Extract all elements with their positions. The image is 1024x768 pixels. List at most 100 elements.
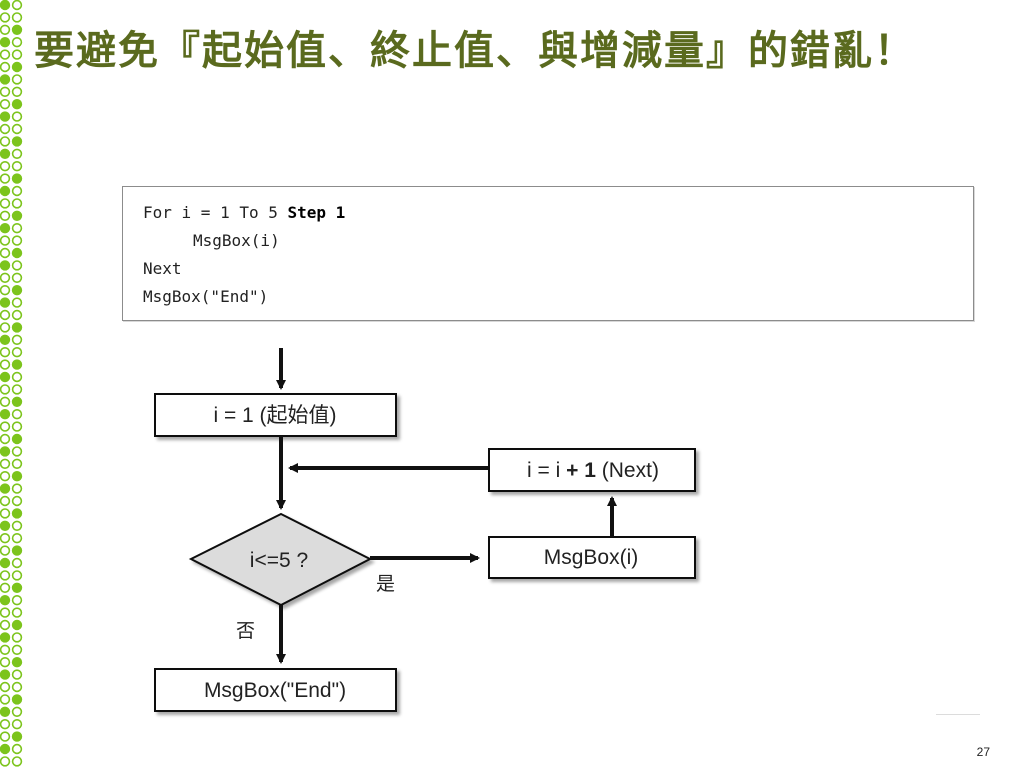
decorative-dot: [11, 756, 23, 767]
decorative-dot: [11, 669, 23, 680]
decorative-dot: [0, 210, 11, 221]
slide-title: 要避免『起始值、終止值、與增減量』的錯亂！: [34, 27, 916, 74]
decorative-dot: [11, 619, 23, 631]
decorative-dot: [0, 421, 11, 432]
decorative-dot: [0, 731, 11, 742]
decorative-dot: [0, 520, 11, 531]
decorative-dot: [0, 148, 11, 159]
decorative-dot: [0, 198, 11, 209]
decorative-dot: [0, 185, 11, 197]
init-box-label: i = 1 (起始值): [213, 404, 336, 427]
decorative-dot: [11, 421, 23, 432]
decorative-dot: [0, 272, 11, 283]
decorative-dot: [0, 495, 11, 507]
decorative-dot-border: [0, 0, 23, 767]
decorative-dot: [11, 161, 23, 172]
code-line-msgbox-end: MsgBox("End"): [143, 287, 269, 306]
decorative-dot: [11, 235, 23, 246]
decorative-dot: [11, 223, 23, 234]
decorative-dot: [0, 24, 11, 35]
code-line-msgbox-i: MsgBox(i): [193, 231, 280, 250]
decorative-dot: [0, 136, 11, 147]
decorative-dot: [0, 433, 11, 445]
decorative-dot: [11, 520, 23, 531]
code-line-next: Next: [143, 259, 182, 278]
decorative-dot: [0, 557, 11, 569]
decorative-dot: [11, 532, 23, 544]
decorative-dot: [0, 669, 11, 680]
decorative-dot: [11, 86, 23, 98]
decorative-dot: [0, 223, 11, 234]
decorative-dot: [11, 557, 23, 569]
increment-text-bold: + 1: [566, 459, 596, 482]
decorative-dot: [0, 743, 11, 755]
end-box-label: MsgBox("End"): [204, 679, 346, 702]
decorative-dot: [11, 495, 23, 507]
decorative-dot: [0, 756, 11, 767]
decorative-dot: [11, 136, 23, 147]
decorative-dot: [11, 74, 23, 85]
decorative-dot: [0, 309, 11, 321]
decorative-dot: [11, 396, 23, 407]
decorative-dot: [0, 61, 11, 73]
decorative-dot: [0, 37, 11, 48]
decorative-dot: [0, 235, 11, 246]
decorative-dot: [11, 309, 23, 321]
decorative-dot: [11, 582, 23, 593]
decorative-dot: [0, 161, 11, 172]
decorative-dot: [11, 694, 23, 705]
decorative-dot: [11, 98, 23, 110]
increment-box: i = i + 1 (Next): [488, 448, 696, 492]
decorative-dot: [0, 483, 11, 494]
decorative-dot: [0, 619, 11, 631]
decorative-dot: [0, 12, 11, 23]
decorative-dot: [0, 719, 11, 730]
footer-rule: [936, 714, 980, 715]
decorative-dot: [11, 384, 23, 395]
decorative-dot: [0, 111, 11, 122]
decorative-dot: [0, 681, 11, 693]
decorative-dot: [11, 681, 23, 693]
decorative-dot: [0, 123, 11, 135]
decorative-dot: [11, 594, 23, 606]
decorative-dot: [0, 545, 11, 556]
decorative-dot: [0, 247, 11, 259]
decorative-dot: [0, 409, 11, 420]
decorative-dot: [11, 545, 23, 556]
init-box: i = 1 (起始值): [154, 393, 397, 437]
decorative-dot: [0, 173, 11, 184]
decorative-dot: [0, 359, 11, 370]
decorative-dot: [0, 706, 11, 717]
decorative-dot: [0, 607, 11, 618]
decorative-dot: [11, 743, 23, 755]
decorative-dot: [11, 247, 23, 259]
condition-label: i<=5 ?: [250, 549, 308, 572]
decorative-dot: [11, 347, 23, 358]
code-step-keyword: Step 1: [287, 203, 346, 222]
decorative-dot: [0, 334, 11, 345]
decorative-dot: [11, 36, 23, 48]
body-box: MsgBox(i): [488, 536, 696, 579]
decorative-dot: [11, 458, 23, 469]
decorative-dot: [0, 322, 11, 333]
decorative-dot: [11, 0, 23, 11]
decorative-dot: [11, 706, 23, 717]
decorative-dot: [0, 446, 11, 457]
decorative-dot: [11, 607, 23, 618]
condition-diamond: i<=5 ?: [188, 512, 373, 607]
decorative-dot: [11, 508, 23, 519]
decorative-dot: [0, 508, 11, 519]
decorative-dot: [0, 86, 11, 97]
decorative-dot: [0, 0, 11, 11]
decorative-dot: [11, 260, 23, 271]
decorative-dot: [11, 446, 23, 457]
decorative-dot: [11, 24, 23, 35]
decorative-dot: [11, 185, 23, 197]
decorative-dot: [0, 595, 11, 606]
decorative-dot: [0, 285, 11, 296]
decorative-dot: [11, 632, 23, 643]
end-box: MsgBox("End"): [154, 668, 397, 712]
decorative-dot: [11, 210, 23, 222]
